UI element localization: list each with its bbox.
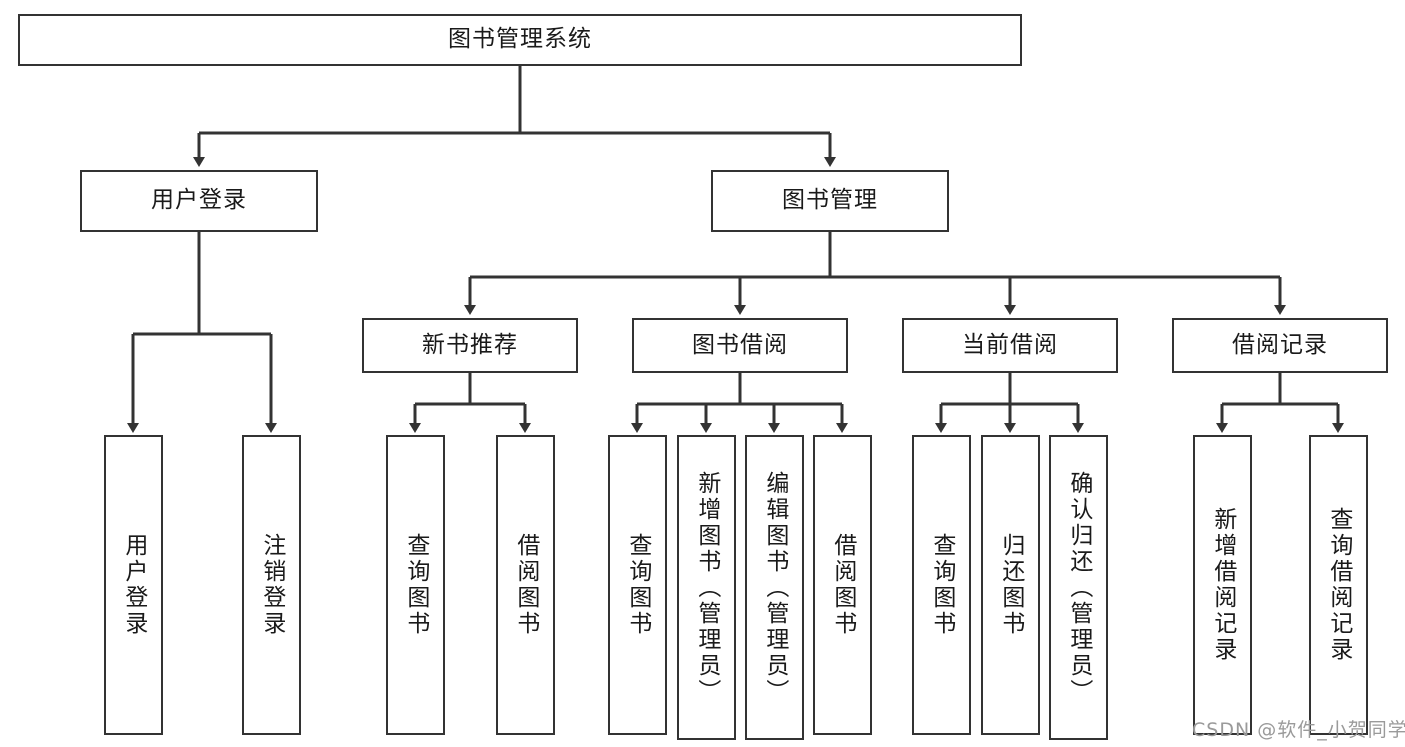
node-label: 编辑图书（管理员）: [761, 470, 788, 705]
node-leaf-add-borrow-record[interactable]: 新增借阅记录: [1193, 435, 1252, 735]
node-leaf-logout[interactable]: 注销登录: [242, 435, 301, 735]
node-leaf-confirm-return-admin[interactable]: 确认归还（管理员）: [1049, 435, 1108, 740]
csdn-watermark: CSDN @软件_小贺同学: [1192, 715, 1405, 742]
node-book-borrow[interactable]: 图书借阅: [632, 318, 848, 373]
node-label: 新增借阅记录: [1209, 507, 1236, 663]
node-label: 借阅图书: [512, 533, 539, 637]
node-borrow-record[interactable]: 借阅记录: [1172, 318, 1388, 373]
node-label: 用户登录: [151, 187, 247, 214]
node-leaf-query-book-recommend[interactable]: 查询图书: [386, 435, 445, 735]
node-label: 图书借阅: [692, 331, 788, 358]
node-leaf-borrow-book-recommend[interactable]: 借阅图书: [496, 435, 555, 735]
node-label: 图书管理: [782, 187, 878, 214]
node-leaf-return-book[interactable]: 归还图书: [981, 435, 1040, 735]
node-leaf-edit-book-admin[interactable]: 编辑图书（管理员）: [745, 435, 804, 740]
node-leaf-query-book-current[interactable]: 查询图书: [912, 435, 971, 735]
node-book-management[interactable]: 图书管理: [711, 170, 949, 232]
node-label: 查询借阅记录: [1325, 507, 1352, 663]
node-current-borrow[interactable]: 当前借阅: [902, 318, 1118, 373]
node-label: 图书管理系统: [448, 26, 592, 53]
node-user-login[interactable]: 用户登录: [80, 170, 318, 232]
node-label: 注销登录: [258, 533, 285, 637]
node-leaf-query-book-borrow[interactable]: 查询图书: [608, 435, 667, 735]
node-label: 当前借阅: [962, 331, 1058, 358]
node-label: 新增图书（管理员）: [693, 470, 720, 705]
watermark-text: CSDN @软件_小贺同学: [1192, 719, 1405, 741]
node-label: 用户登录: [120, 533, 147, 637]
node-leaf-borrow-book[interactable]: 借阅图书: [813, 435, 872, 735]
node-label: 借阅记录: [1232, 331, 1328, 358]
node-label: 确认归还（管理员）: [1065, 470, 1092, 705]
node-label: 借阅图书: [829, 533, 856, 637]
node-label: 查询图书: [624, 533, 651, 637]
node-leaf-user-login[interactable]: 用户登录: [104, 435, 163, 735]
node-label: 查询图书: [402, 533, 429, 637]
node-label: 新书推荐: [422, 331, 518, 358]
node-label: 查询图书: [928, 533, 955, 637]
node-root-book-management-system[interactable]: 图书管理系统: [18, 14, 1022, 66]
node-leaf-query-borrow-record[interactable]: 查询借阅记录: [1309, 435, 1368, 735]
node-new-book-recommend[interactable]: 新书推荐: [362, 318, 578, 373]
node-label: 归还图书: [997, 533, 1024, 637]
node-leaf-add-book-admin[interactable]: 新增图书（管理员）: [677, 435, 736, 740]
